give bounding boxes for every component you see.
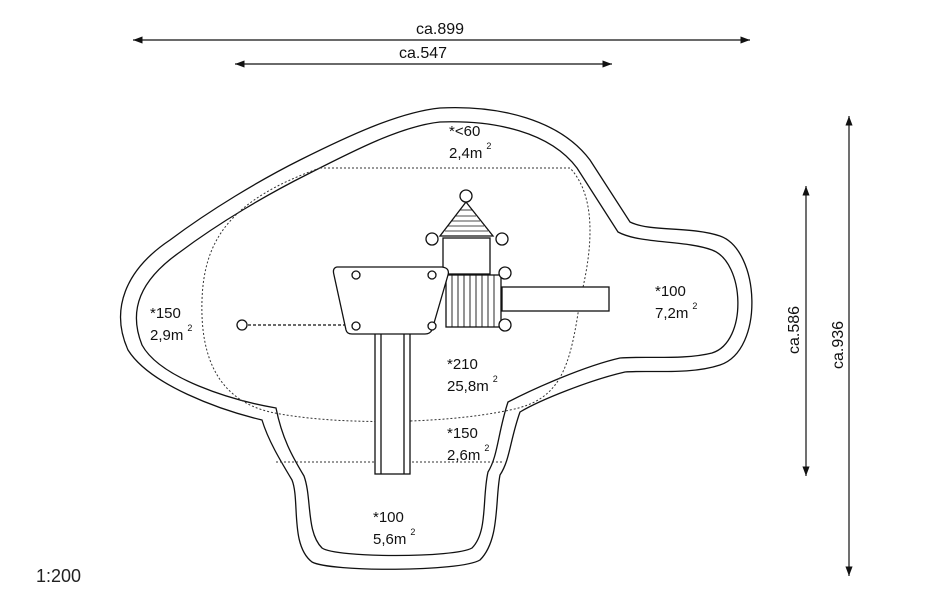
svg-text:2,4m2: 2,4m2 bbox=[449, 141, 491, 162]
play-structure bbox=[236, 189, 610, 475]
svg-text:2,9m2: 2,9m2 bbox=[150, 323, 192, 344]
svg-text:*100: *100 bbox=[655, 283, 686, 300]
chute bbox=[374, 331, 411, 475]
svg-text:*100: *100 bbox=[373, 509, 404, 526]
dimension-label: ca.936 bbox=[830, 321, 847, 369]
slide bbox=[501, 286, 610, 312]
svg-text:*210: *210 bbox=[447, 356, 478, 373]
dimension-label: ca.547 bbox=[399, 45, 447, 62]
dimension-depth-total: ca.936 bbox=[830, 116, 853, 576]
dimension-width-total: ca.899 bbox=[133, 21, 750, 44]
dimension-width-inner: ca.547 bbox=[235, 45, 612, 68]
svg-text:*150: *150 bbox=[447, 425, 478, 442]
dimension-label: ca.586 bbox=[786, 306, 803, 354]
dimension-label: ca.899 bbox=[416, 21, 464, 38]
svg-text:*150: *150 bbox=[150, 305, 181, 322]
safety-area-outline bbox=[119, 106, 753, 570]
climbing-wall bbox=[445, 274, 502, 328]
svg-text:5,6m2: 5,6m2 bbox=[373, 527, 415, 548]
scale-label: 1:200 bbox=[36, 566, 82, 586]
svg-text:2,6m2: 2,6m2 bbox=[447, 443, 489, 464]
svg-text:7,2m2: 7,2m2 bbox=[655, 301, 697, 322]
svg-text:*<60: *<60 bbox=[449, 123, 480, 140]
svg-text:25,8m2: 25,8m2 bbox=[447, 374, 498, 395]
tower-roof bbox=[438, 200, 495, 237]
dimension-depth-inner: ca.586 bbox=[786, 186, 810, 476]
platform bbox=[332, 266, 450, 335]
tower bbox=[442, 237, 491, 275]
